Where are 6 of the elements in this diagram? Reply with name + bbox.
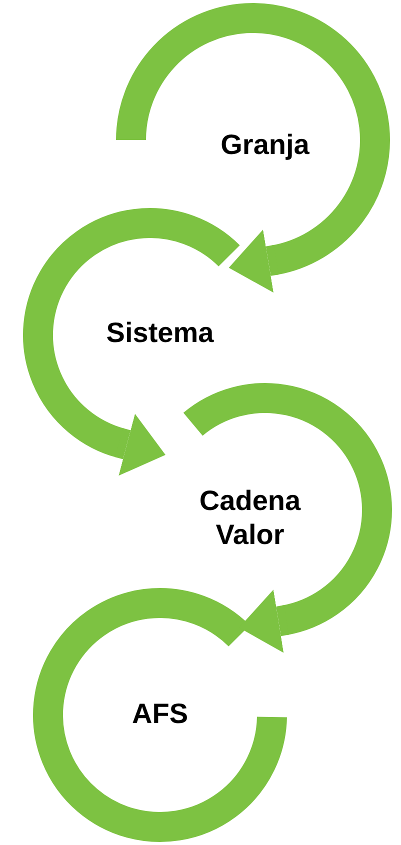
arrow [115, 414, 166, 476]
step-label: AFS [131, 697, 189, 731]
arrow [228, 230, 279, 293]
step-label: Sistema [105, 316, 215, 350]
step-label: Granja [220, 128, 310, 162]
step-label: Cadena Valor [198, 484, 302, 552]
